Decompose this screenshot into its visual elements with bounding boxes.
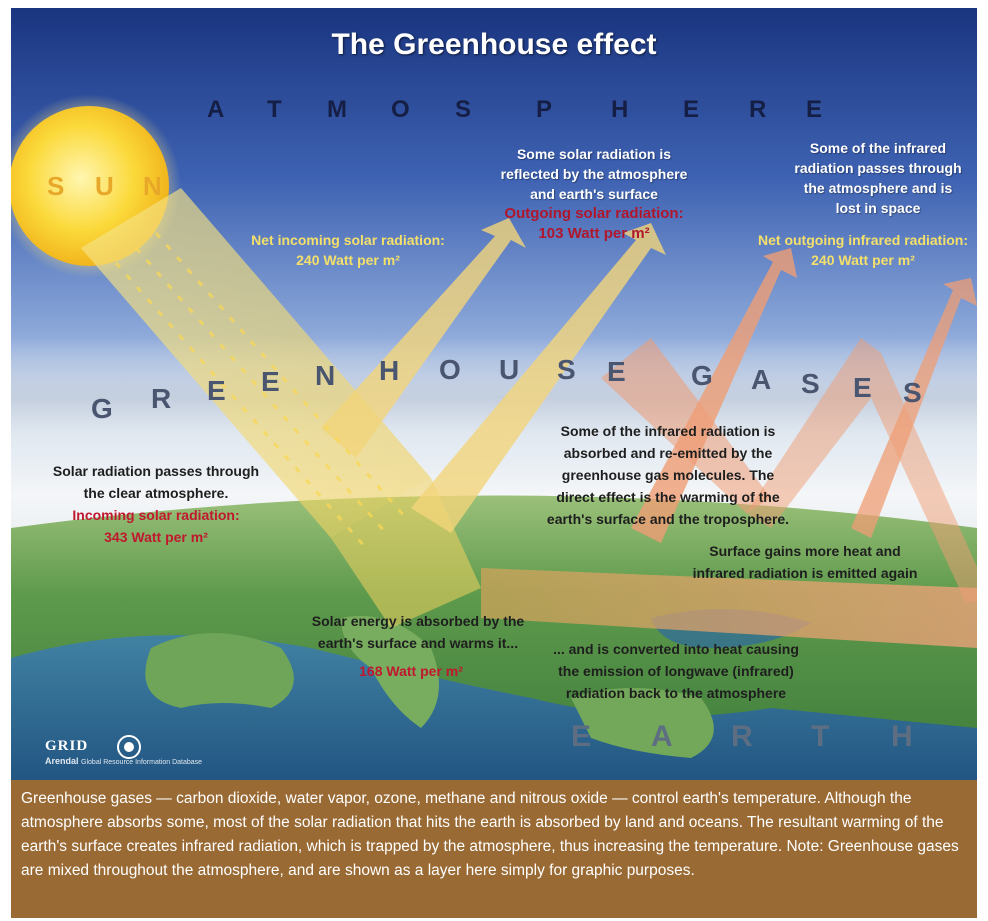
atmosphere-label: A T M O S P H E R E xyxy=(11,8,977,780)
absorbed-reemitted-label: Some of the infrared radiation is absorb… xyxy=(546,423,790,527)
atmosphere-letter: R xyxy=(749,96,767,123)
atmosphere-letter: E xyxy=(683,96,700,123)
greenhouse-letter: R xyxy=(151,383,172,414)
grid-logo: GRID xyxy=(45,738,89,754)
incoming-solar-beam xyxy=(81,188,431,538)
land-peninsula-west xyxy=(145,633,294,708)
grid-logo-subtitle: Arendal Global Resource Information Data… xyxy=(45,756,203,766)
atmosphere-letter: S xyxy=(455,96,472,123)
solar-passes-label: Solar radiation passes through the clear… xyxy=(52,463,260,501)
greenhouse-letter: O xyxy=(439,354,461,385)
infrared-escape-beam-2 xyxy=(851,278,977,538)
greenhouse-diagram: The Greenhouse effect A T M O S P H E R … xyxy=(11,8,977,780)
gases-letter: E xyxy=(853,372,872,403)
gases-letter: G xyxy=(691,360,713,391)
sun-letter: N xyxy=(143,171,162,201)
net-outgoing-infrared-label: Net outgoing infrared radiation: 240 Wat… xyxy=(758,232,968,268)
atmosphere-letter: P xyxy=(536,96,553,123)
greenhouse-label: G R E E N H O U S E xyxy=(11,8,977,780)
greenhouse-letter: E xyxy=(207,375,226,406)
outgoing-solar-label: Outgoing solar radiation: 103 Watt per m… xyxy=(504,205,684,242)
earth-letter: E xyxy=(571,720,592,753)
sun-letter: S xyxy=(47,171,65,201)
gases-letter: S xyxy=(903,377,922,408)
atmosphere-letter: H xyxy=(611,96,629,123)
reflected-beam-surface xyxy=(411,223,666,533)
greenhouse-letter: H xyxy=(379,355,400,386)
greenhouse-letter: E xyxy=(261,366,280,397)
reflected-radiation-label: Some solar radiation is reflected by the… xyxy=(500,146,688,202)
greenhouse-letter: U xyxy=(499,354,520,385)
caption-text: Greenhouse gases — carbon dioxide, water… xyxy=(21,790,959,879)
greenhouse-letter: S xyxy=(557,354,576,385)
infrared-reemit-beam-2 xyxy=(746,338,977,603)
earth-letter: T xyxy=(811,720,830,753)
land-peninsula-east xyxy=(571,688,714,758)
surface-gains-label: Surface gains more heat and infrared rad… xyxy=(692,543,918,581)
grid-logo-icon xyxy=(117,735,141,759)
earth-label: E A R T H xyxy=(11,8,977,780)
gases-letter: A xyxy=(751,364,772,395)
net-incoming-solar-label: Net incoming solar radiation: 240 Watt p… xyxy=(251,232,445,268)
earth-letter: A xyxy=(651,720,673,753)
land-peninsula-italy xyxy=(341,616,439,728)
figure-caption: Greenhouse gases — carbon dioxide, water… xyxy=(11,780,977,918)
greenhouse-letter: E xyxy=(607,356,626,387)
atmosphere-letter: T xyxy=(267,96,282,123)
solar-absorbed-value: 168 Watt per m² xyxy=(359,663,463,679)
gases-letter: S xyxy=(801,368,820,399)
earth-letter: R xyxy=(731,720,753,753)
infrared-surface-beam xyxy=(481,568,977,648)
converted-heat-label: ... and is converted into heat causing t… xyxy=(553,641,799,701)
atmosphere-letter: A xyxy=(207,96,225,123)
sun-letter: U xyxy=(95,171,114,201)
atmosphere-letter: O xyxy=(391,96,410,123)
infrared-reemit-beam-1 xyxy=(601,338,771,513)
reflected-beam-atmosphere xyxy=(321,218,526,458)
greenhouse-letter: N xyxy=(315,360,336,391)
earth-letter: H xyxy=(891,720,913,753)
atmosphere-letter: M xyxy=(327,96,347,123)
infrared-escape-beam xyxy=(631,248,797,543)
sun-label: S U N xyxy=(11,8,977,780)
solar-absorbed-label: Solar energy is absorbed by the earth's … xyxy=(311,613,525,651)
atmosphere-letter: E xyxy=(806,96,823,123)
diagram-title: The Greenhouse effect xyxy=(331,28,657,61)
gases-label: G A S E S xyxy=(11,8,977,780)
incoming-solar-label: Incoming solar radiation: 343 Watt per m… xyxy=(72,507,240,545)
greenhouse-figure: The Greenhouse effect A T M O S P H E R … xyxy=(11,8,977,918)
infrared-lost-label: Some of the infrared radiation passes th… xyxy=(794,140,962,216)
greenhouse-letter: G xyxy=(91,393,113,424)
diagram-graphic xyxy=(11,8,977,780)
